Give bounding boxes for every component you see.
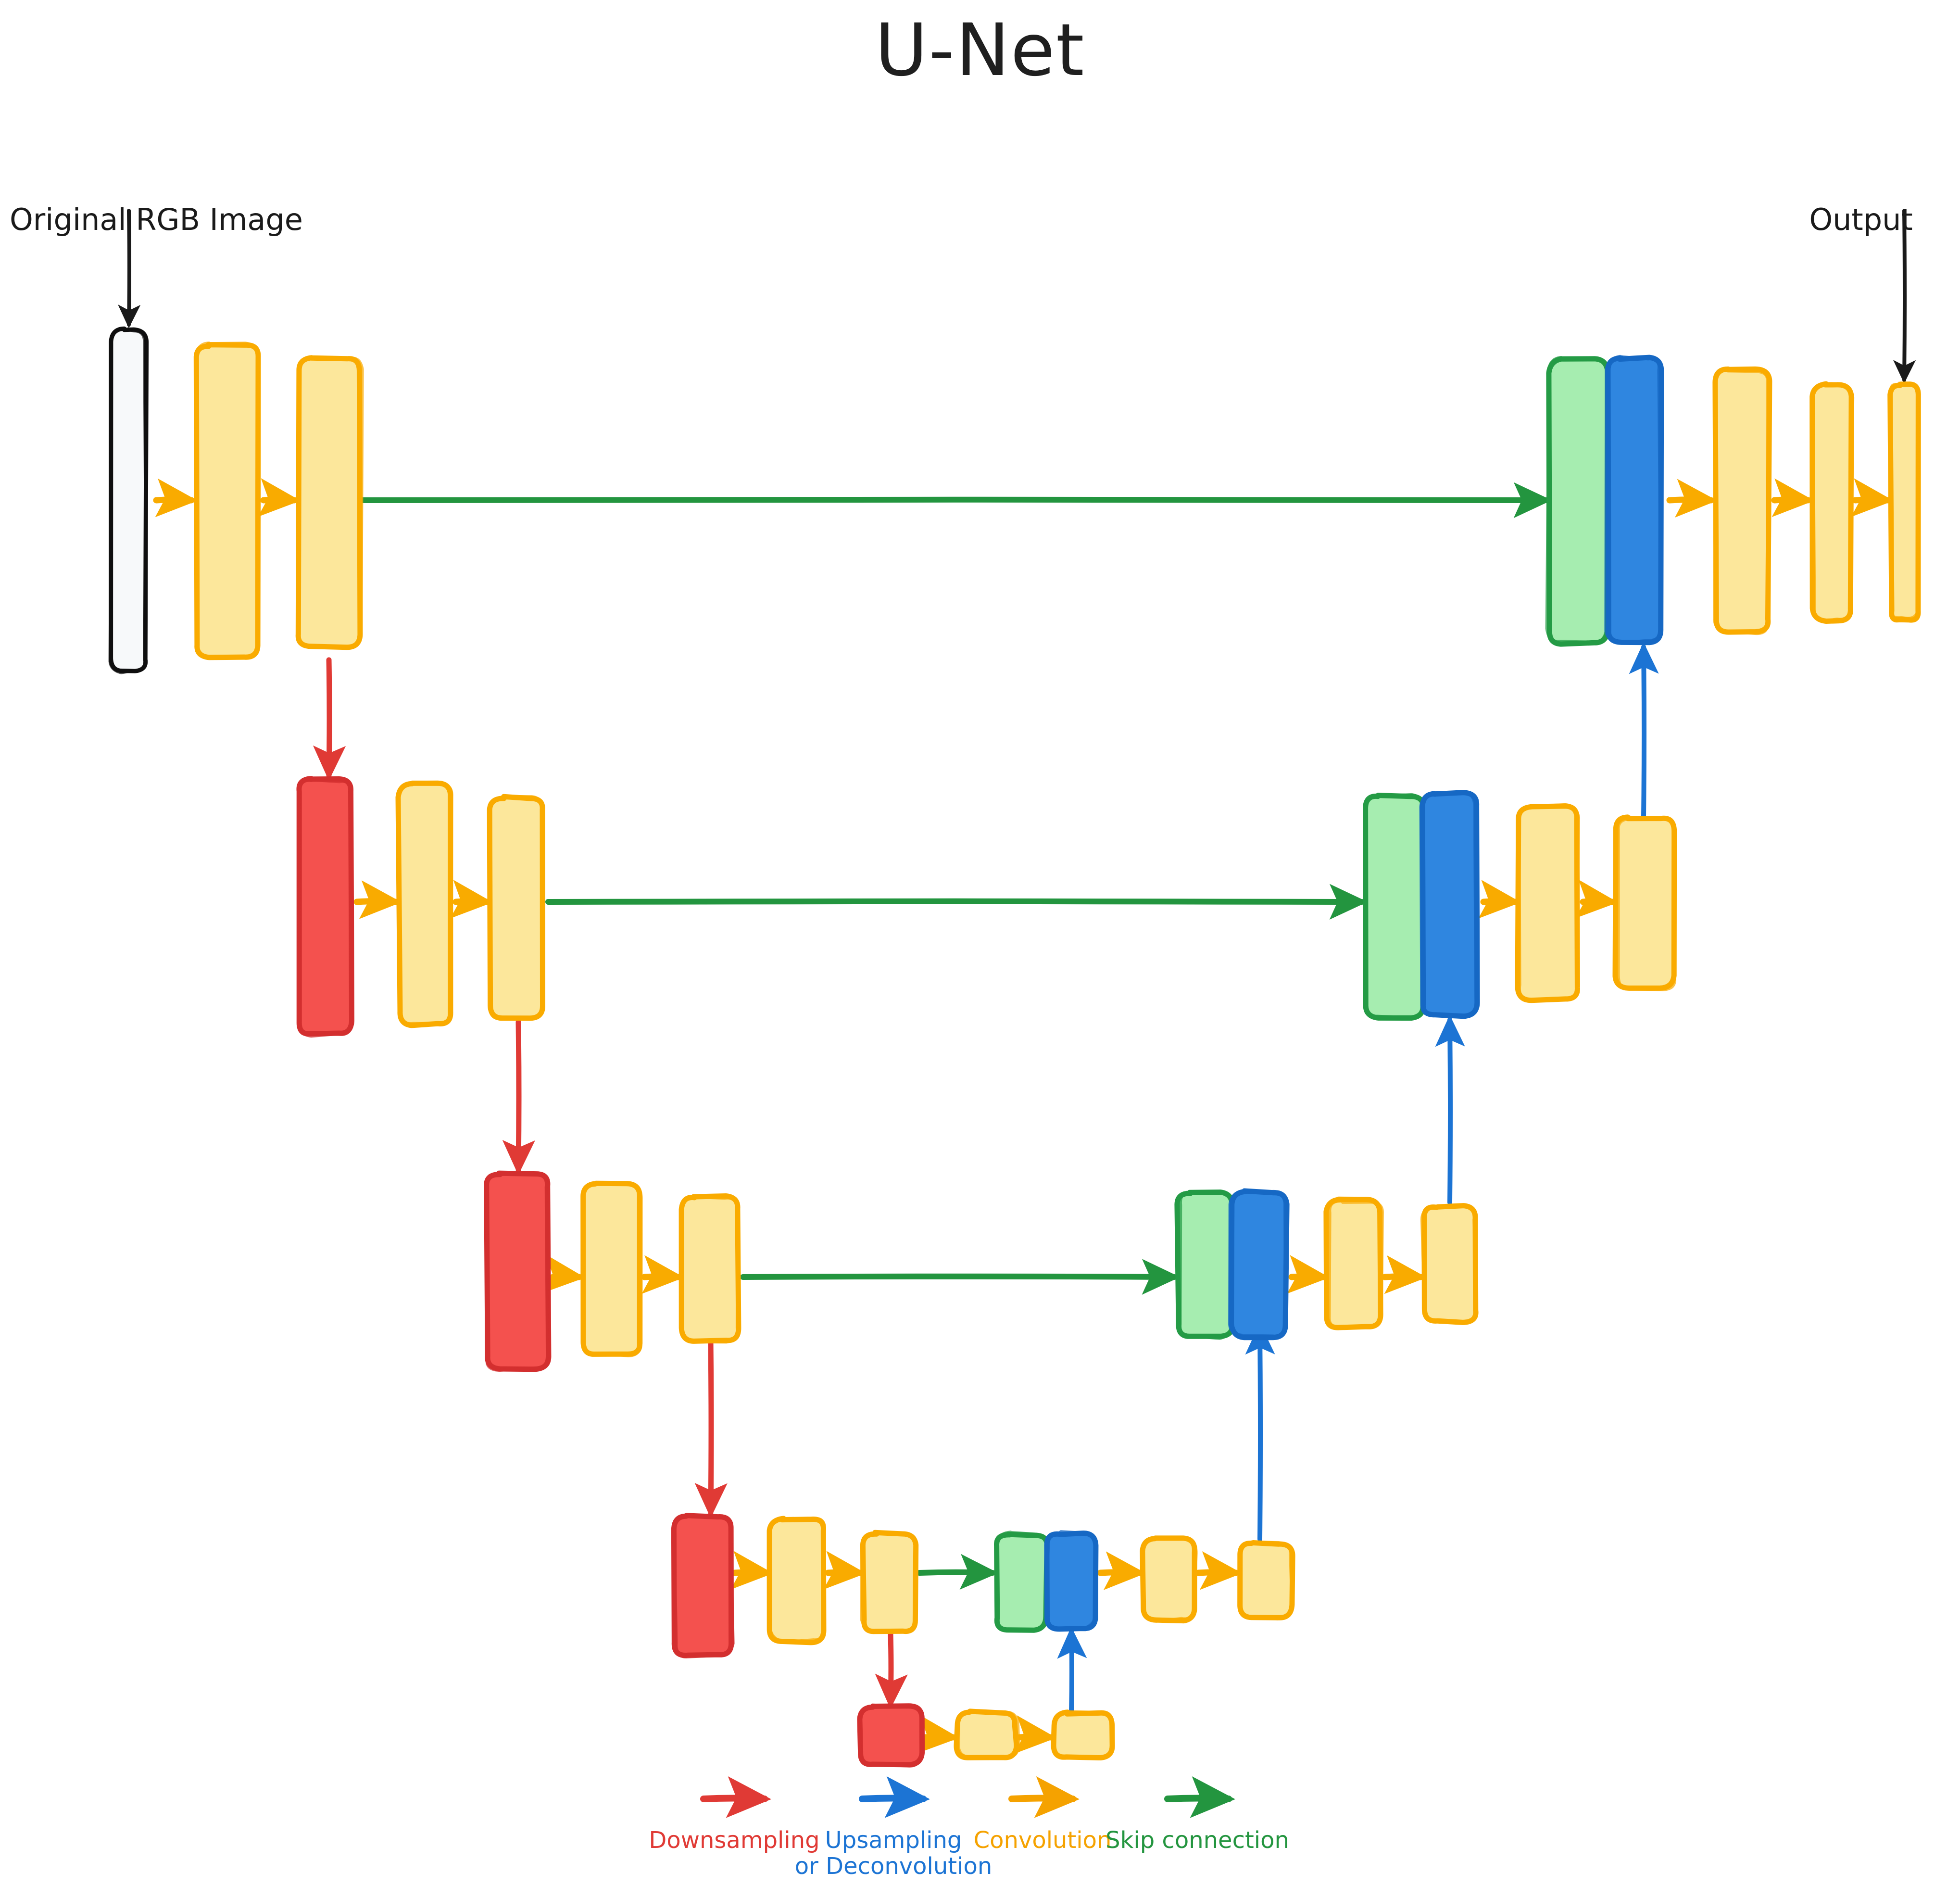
up-arrow-3: [1057, 1627, 1087, 1715]
output-label: Output: [1809, 202, 1913, 237]
legend-3-right-arrow-icon: [1164, 1776, 1235, 1818]
arrow-layer: [118, 209, 1916, 1754]
conv-block-d3-a[interactable]: [1323, 1196, 1384, 1330]
legend-1-right-arrow-icon: [859, 1776, 930, 1818]
conv-arrow-e2-1: [353, 880, 402, 919]
level-4: [671, 1513, 1295, 1659]
upsample-block-d4[interactable]: [1044, 1530, 1099, 1632]
output-arrow: [1893, 209, 1916, 384]
level-2: [296, 776, 1677, 1038]
conv-arrow-d4-1: [1097, 1551, 1146, 1590]
downsample-block-e3[interactable]: [484, 1170, 552, 1372]
upsample-block-d3[interactable]: [1228, 1188, 1290, 1341]
legend-item-label-3: Skip connection: [1106, 1827, 1289, 1854]
legend-item-line: Convolution: [973, 1827, 1112, 1854]
conv-block-e4-b[interactable]: [860, 1530, 919, 1634]
conv-block-e1-a[interactable]: [193, 342, 261, 660]
skip-block-d1[interactable]: [1545, 356, 1610, 647]
conv-block-bottleneck-b[interactable]: [1051, 1709, 1115, 1760]
input-label: Original RGB Image: [10, 202, 303, 237]
legend-item-line: Upsampling: [825, 1827, 962, 1854]
legend-arrow-layer: [700, 1776, 1235, 1818]
legend-item-line: or Deconvolution: [794, 1852, 993, 1880]
legend-2-right-arrow-icon: [1008, 1776, 1080, 1818]
conv-arrow-e2-2: [450, 880, 493, 919]
down-arrow-2: [502, 1019, 535, 1175]
block-layer: [108, 326, 1921, 1768]
page-title: U-Net: [875, 9, 1085, 92]
conv-block-e3-a[interactable]: [580, 1180, 643, 1357]
conv-block-bottleneck-a[interactable]: [954, 1708, 1020, 1760]
conv-block-d4-a[interactable]: [1140, 1535, 1198, 1624]
legend-item-line: Downsampling: [649, 1827, 820, 1854]
skip-block-d4[interactable]: [994, 1531, 1050, 1633]
conv-arrow-d4-2: [1195, 1551, 1242, 1590]
legend-item-label-2: Convolution: [973, 1827, 1112, 1854]
legend-item-line: Skip connection: [1106, 1827, 1289, 1854]
downsample-block-e2[interactable]: [296, 776, 354, 1038]
conv-block-e2-a[interactable]: [395, 780, 453, 1028]
input-image-block[interactable]: [108, 326, 149, 674]
level-1: [108, 326, 1921, 674]
skip-arrow-4: [917, 1554, 998, 1590]
conv-block-e4-a[interactable]: [766, 1516, 827, 1645]
conv-arrow-d2-2: [1575, 879, 1618, 919]
skip-block-d2[interactable]: [1363, 793, 1427, 1021]
conv-arrow-e4-2: [823, 1551, 866, 1590]
conv-block-e1-b[interactable]: [295, 355, 364, 650]
conv-arrow-e4-1: [730, 1551, 773, 1590]
upsample-block-d1[interactable]: [1604, 354, 1664, 645]
conv-arrow-d2-1: [1478, 880, 1521, 919]
level-3: [484, 1170, 1479, 1372]
skip-block-d3[interactable]: [1174, 1189, 1236, 1340]
conv-block-d2-b[interactable]: [1612, 814, 1677, 991]
output-block[interactable]: [1887, 381, 1921, 623]
conv-block-e3-b[interactable]: [678, 1193, 741, 1344]
level-5-bottleneck: [857, 1703, 1115, 1768]
upsample-block-d2[interactable]: [1419, 790, 1480, 1019]
skip-arrow-2: [545, 884, 1368, 920]
legend-0-right-arrow-icon: [700, 1776, 771, 1818]
conv-block-d1-a[interactable]: [1712, 366, 1772, 635]
legend-item-label-0: Downsampling: [649, 1827, 820, 1854]
conv-block-d1-b[interactable]: [1809, 381, 1855, 624]
conv-block-d3-b[interactable]: [1420, 1203, 1479, 1325]
conv-block-d4-b[interactable]: [1237, 1540, 1295, 1620]
downsample-block-e4[interactable]: [671, 1513, 735, 1659]
conv-block-d2-a[interactable]: [1515, 803, 1581, 1003]
downsample-block-bottleneck[interactable]: [857, 1703, 925, 1768]
conv-block-e2-b[interactable]: [487, 794, 546, 1021]
